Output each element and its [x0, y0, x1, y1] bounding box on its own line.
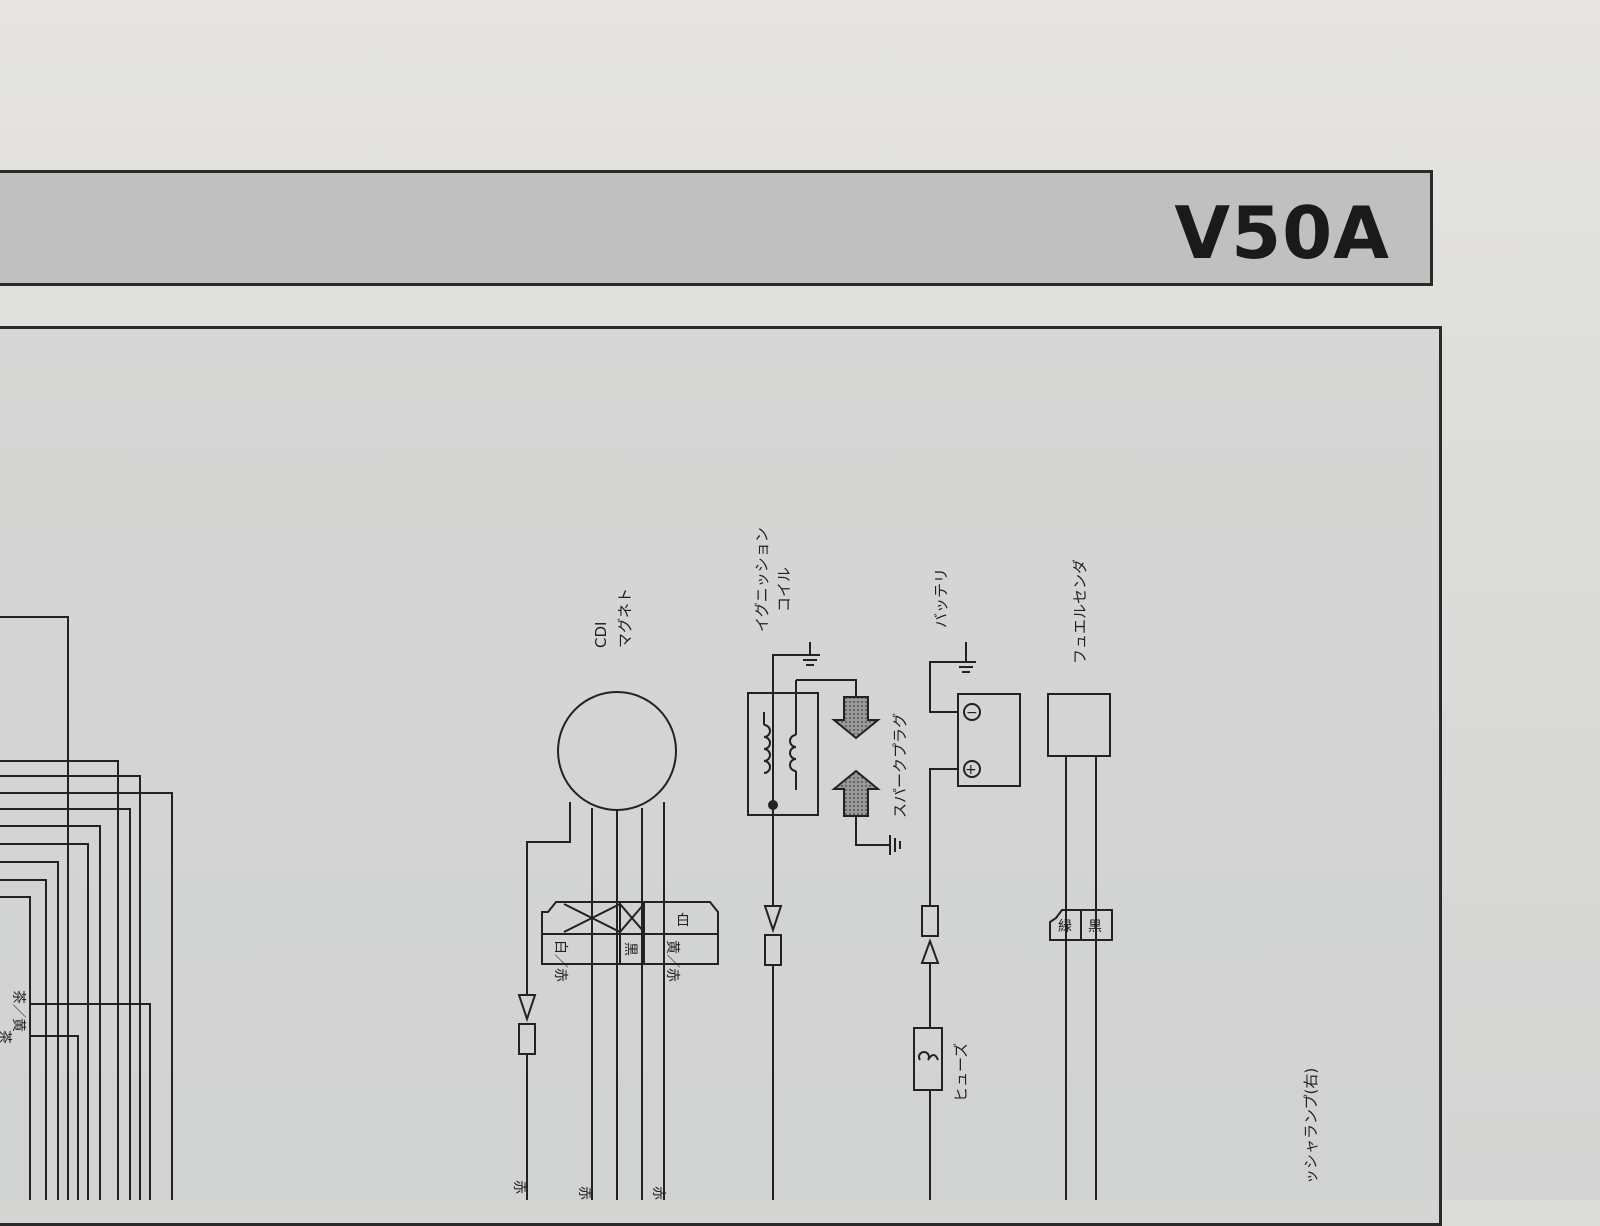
cdi-connector-top-tag: 白 [676, 913, 690, 929]
cdi-connector-bottom-tag-1: 白／赤 [552, 940, 568, 982]
ignition-coil [747, 642, 857, 1200]
cdi-label: CDI [592, 622, 610, 648]
connector-arrow [517, 994, 537, 1023]
cdi-connector [541, 901, 719, 965]
wire-color-tags: 茶／黄 茶 赤 赤 赤 [0, 990, 666, 1200]
bottom-wire-tag-2: 赤 [576, 1186, 592, 1200]
battery-negative-symbol: − [966, 705, 978, 721]
wiring-diagram-frame [0, 326, 1442, 1226]
connector-color-tags: 白 白／赤 黒 黄／赤 緑 黒 [552, 913, 1102, 982]
model-code: V50A [1174, 191, 1390, 275]
title-band: V50A [0, 170, 1433, 286]
bottom-wire-tag-1: 赤 [511, 1180, 527, 1194]
battery [913, 642, 1021, 1200]
fuel-sender [1047, 693, 1113, 1200]
bottom-wire-tag-3: 赤 [650, 1186, 666, 1200]
flasher-lamp-label: ッシャランプ(右) [1302, 1068, 1320, 1184]
fuel-sender-label: フュエルセンダ [1071, 559, 1089, 664]
left-wire-tag-1: 茶／黄 [10, 990, 27, 1032]
battery-label: バッテリ [932, 568, 950, 628]
junction-dot [768, 800, 778, 810]
fuse [913, 1027, 943, 1091]
cdi-connector-bottom-tag-3: 黄／赤 [664, 940, 681, 982]
wiring-diagram: CDI マグネト イグニッション コイル スパークプラグ バッテリ フュエルセン… [0, 527, 1320, 1200]
fuel-sender-connector-tag-1: 緑 [1058, 919, 1072, 935]
magneto-label: マグネト [616, 588, 634, 648]
ignition-coil-label: イグニッション [753, 527, 771, 632]
cdi-connector-bottom-tag-2: 黒 [622, 942, 638, 956]
cdi-magneto [517, 691, 677, 1200]
ignition-coil-label-2: コイル [775, 567, 793, 612]
spark-plug-label: スパークプラグ [891, 713, 909, 818]
battery-positive-symbol: + [965, 762, 977, 778]
fuel-sender-connector-tag-2: 黒 [1088, 919, 1102, 935]
left-harness [0, 616, 173, 1200]
spark-plug [831, 696, 901, 855]
fuse-label: ヒューズ [952, 1043, 970, 1102]
left-wire-tag-2: 茶 [0, 1030, 12, 1044]
component-labels: CDI マグネト イグニッション コイル スパークプラグ バッテリ フュエルセン… [592, 527, 1320, 1184]
